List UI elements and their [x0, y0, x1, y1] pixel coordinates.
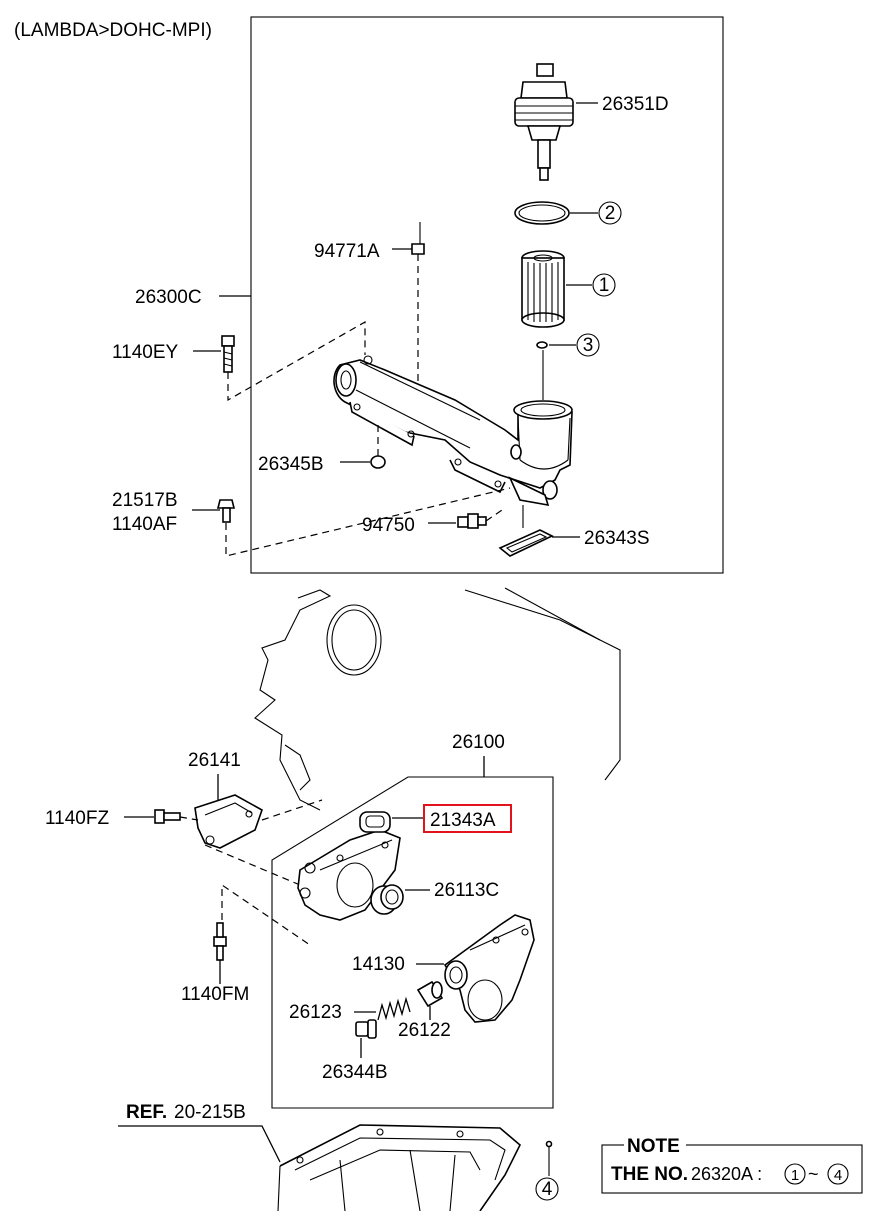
- bolt-1140AF-drawing: [216, 499, 236, 523]
- relief-plunger-26122-drawing: [416, 980, 444, 1008]
- note-range-start-circle: [784, 1163, 806, 1185]
- oil-strainer-14130-drawing: [443, 914, 535, 1023]
- callout-94750: 94750: [362, 515, 415, 536]
- plug-26345B-drawing: [370, 455, 386, 469]
- sensor-94750-drawing: [457, 513, 487, 529]
- bolt-1140EY-drawing: [221, 335, 235, 373]
- callout-21517B: 21517B: [112, 490, 178, 511]
- seal-ring-26113C-drawing: [370, 884, 404, 915]
- callout-26123: 26123: [289, 1002, 342, 1023]
- oil-pump-assembly-frame: [271, 776, 554, 1109]
- callout-26345B: 26345B: [258, 454, 324, 475]
- ref-circle-4: [535, 1177, 559, 1201]
- oil-filter-cap-drawing: [514, 63, 574, 181]
- seal-21343A-drawing: [359, 811, 391, 833]
- callout-26300C: 26300C: [135, 287, 202, 308]
- note-part-no: 26320A :: [691, 1164, 762, 1184]
- cover-26141-drawing: [194, 794, 263, 849]
- oil-filter-element-drawing: [521, 250, 565, 328]
- ref-circle-3: [576, 333, 600, 357]
- callout-1140EY: 1140EY: [112, 342, 179, 363]
- bolt-1140FM-drawing: [213, 922, 227, 961]
- callout-1140AF: 1140AF: [112, 514, 177, 535]
- note-line-prefix: THE NO.: [611, 1164, 688, 1185]
- clip-94771A-drawing: [411, 243, 425, 255]
- small-seal-drawing: [536, 341, 548, 349]
- ref-circle-3-label: 3: [583, 335, 594, 356]
- callout-26351D: 26351D: [602, 94, 669, 115]
- callout-1140FM: 1140FM: [181, 984, 249, 1005]
- o-ring-drawing: [514, 201, 570, 225]
- oil-filter-assembly-frame: [250, 16, 724, 574]
- callout-26100: 26100: [452, 732, 505, 753]
- callout-26122: 26122: [398, 1020, 451, 1041]
- callout-26343S: 26343S: [584, 528, 650, 549]
- spring-26123-drawing: [377, 996, 411, 1021]
- engine-block-outline: [254, 587, 621, 811]
- bolt-1140FZ-drawing: [154, 809, 181, 824]
- note-range-end-circle: [827, 1163, 849, 1185]
- oil-pan-drawing: [277, 1124, 521, 1211]
- note-title: NOTE: [627, 1136, 680, 1157]
- callout-26141: 26141: [188, 750, 241, 771]
- note-box: NOTE THE NO. 26320A : 1 ~ 4: [601, 1134, 863, 1194]
- plug-26344B-drawing: [355, 1019, 377, 1039]
- callout-21343A-highlight-box: [423, 804, 512, 833]
- ref-circle-1: [592, 273, 616, 297]
- ref-code: 20-215B: [174, 1102, 246, 1123]
- note-range-separator: ~: [808, 1164, 819, 1184]
- callout-21343A: 21343A: [430, 810, 496, 831]
- ref-circle-4-label: 4: [542, 1179, 553, 1200]
- oil-pan-drain-dot: [545, 1140, 553, 1148]
- ref-circle-2: [598, 201, 622, 225]
- callout-26113C: 26113C: [434, 880, 499, 901]
- callout-26344B: 26344B: [322, 1062, 388, 1083]
- callout-1140FZ: 1140FZ: [45, 808, 109, 829]
- gasket-26343S-drawing: [498, 529, 554, 557]
- note-range-end: 4: [834, 1167, 842, 1184]
- ref-circle-1-label: 1: [599, 275, 610, 296]
- engine-variant-title: (LAMBDA>DOHC-MPI): [14, 20, 212, 41]
- note-range-start: 1: [791, 1167, 799, 1184]
- ref-prefix: REF.: [126, 1102, 167, 1123]
- ref-circle-2-label: 2: [605, 203, 616, 224]
- callout-94771A: 94771A: [314, 241, 380, 262]
- oil-filter-housing-drawing: [333, 355, 573, 507]
- callout-14130: 14130: [352, 954, 405, 975]
